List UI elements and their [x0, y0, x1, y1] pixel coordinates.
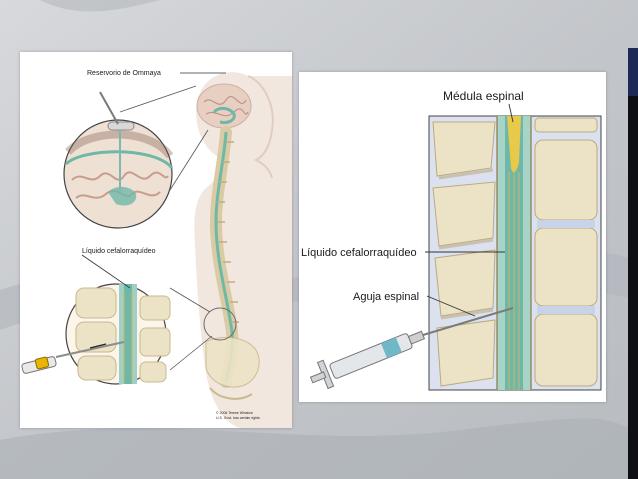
- accent-bar: [628, 48, 638, 96]
- pelvis: [205, 336, 260, 388]
- right-edge-strip: [628, 96, 638, 479]
- label-spinal-cord: Médula espinal: [443, 89, 524, 103]
- reservoir: [107, 121, 135, 131]
- spinal-needle: [412, 307, 514, 339]
- lumbar-vertebrae: [75, 287, 171, 383]
- label-csf-left: Líquido cefalorraquídeo: [82, 248, 156, 255]
- syringe-left: [21, 341, 125, 374]
- reservoir-needle: [99, 91, 119, 125]
- spinal-cord: [507, 116, 521, 173]
- credit-line-1: © 2006 Terese Winslow: [216, 411, 253, 415]
- credit-line-2: U.S. Govt. has certain rights: [216, 416, 260, 420]
- ommaya-illustration: Reservorio de Ommaya Líquido cefalorraqu…: [21, 70, 292, 428]
- label-ommaya-reservoir: Reservorio de Ommaya: [87, 70, 161, 77]
- lumbar-puncture-illustration: Médula espinal Líquido cefalorraquídeo A…: [301, 89, 602, 391]
- illustration-lumbar-puncture: Médula espinal Líquido cefalorraquídeo A…: [299, 72, 606, 402]
- spinous-processes: [432, 121, 496, 387]
- label-csf-right: Líquido cefalorraquídeo: [301, 247, 417, 259]
- vertebral-bodies: [534, 117, 598, 387]
- illustration-ommaya-reservoir: Reservorio de Ommaya Líquido cefalorraqu…: [20, 52, 292, 428]
- label-spinal-needle: Aguja espinal: [353, 291, 419, 303]
- spinal-syringe: [309, 307, 514, 390]
- ventricle: [108, 186, 137, 206]
